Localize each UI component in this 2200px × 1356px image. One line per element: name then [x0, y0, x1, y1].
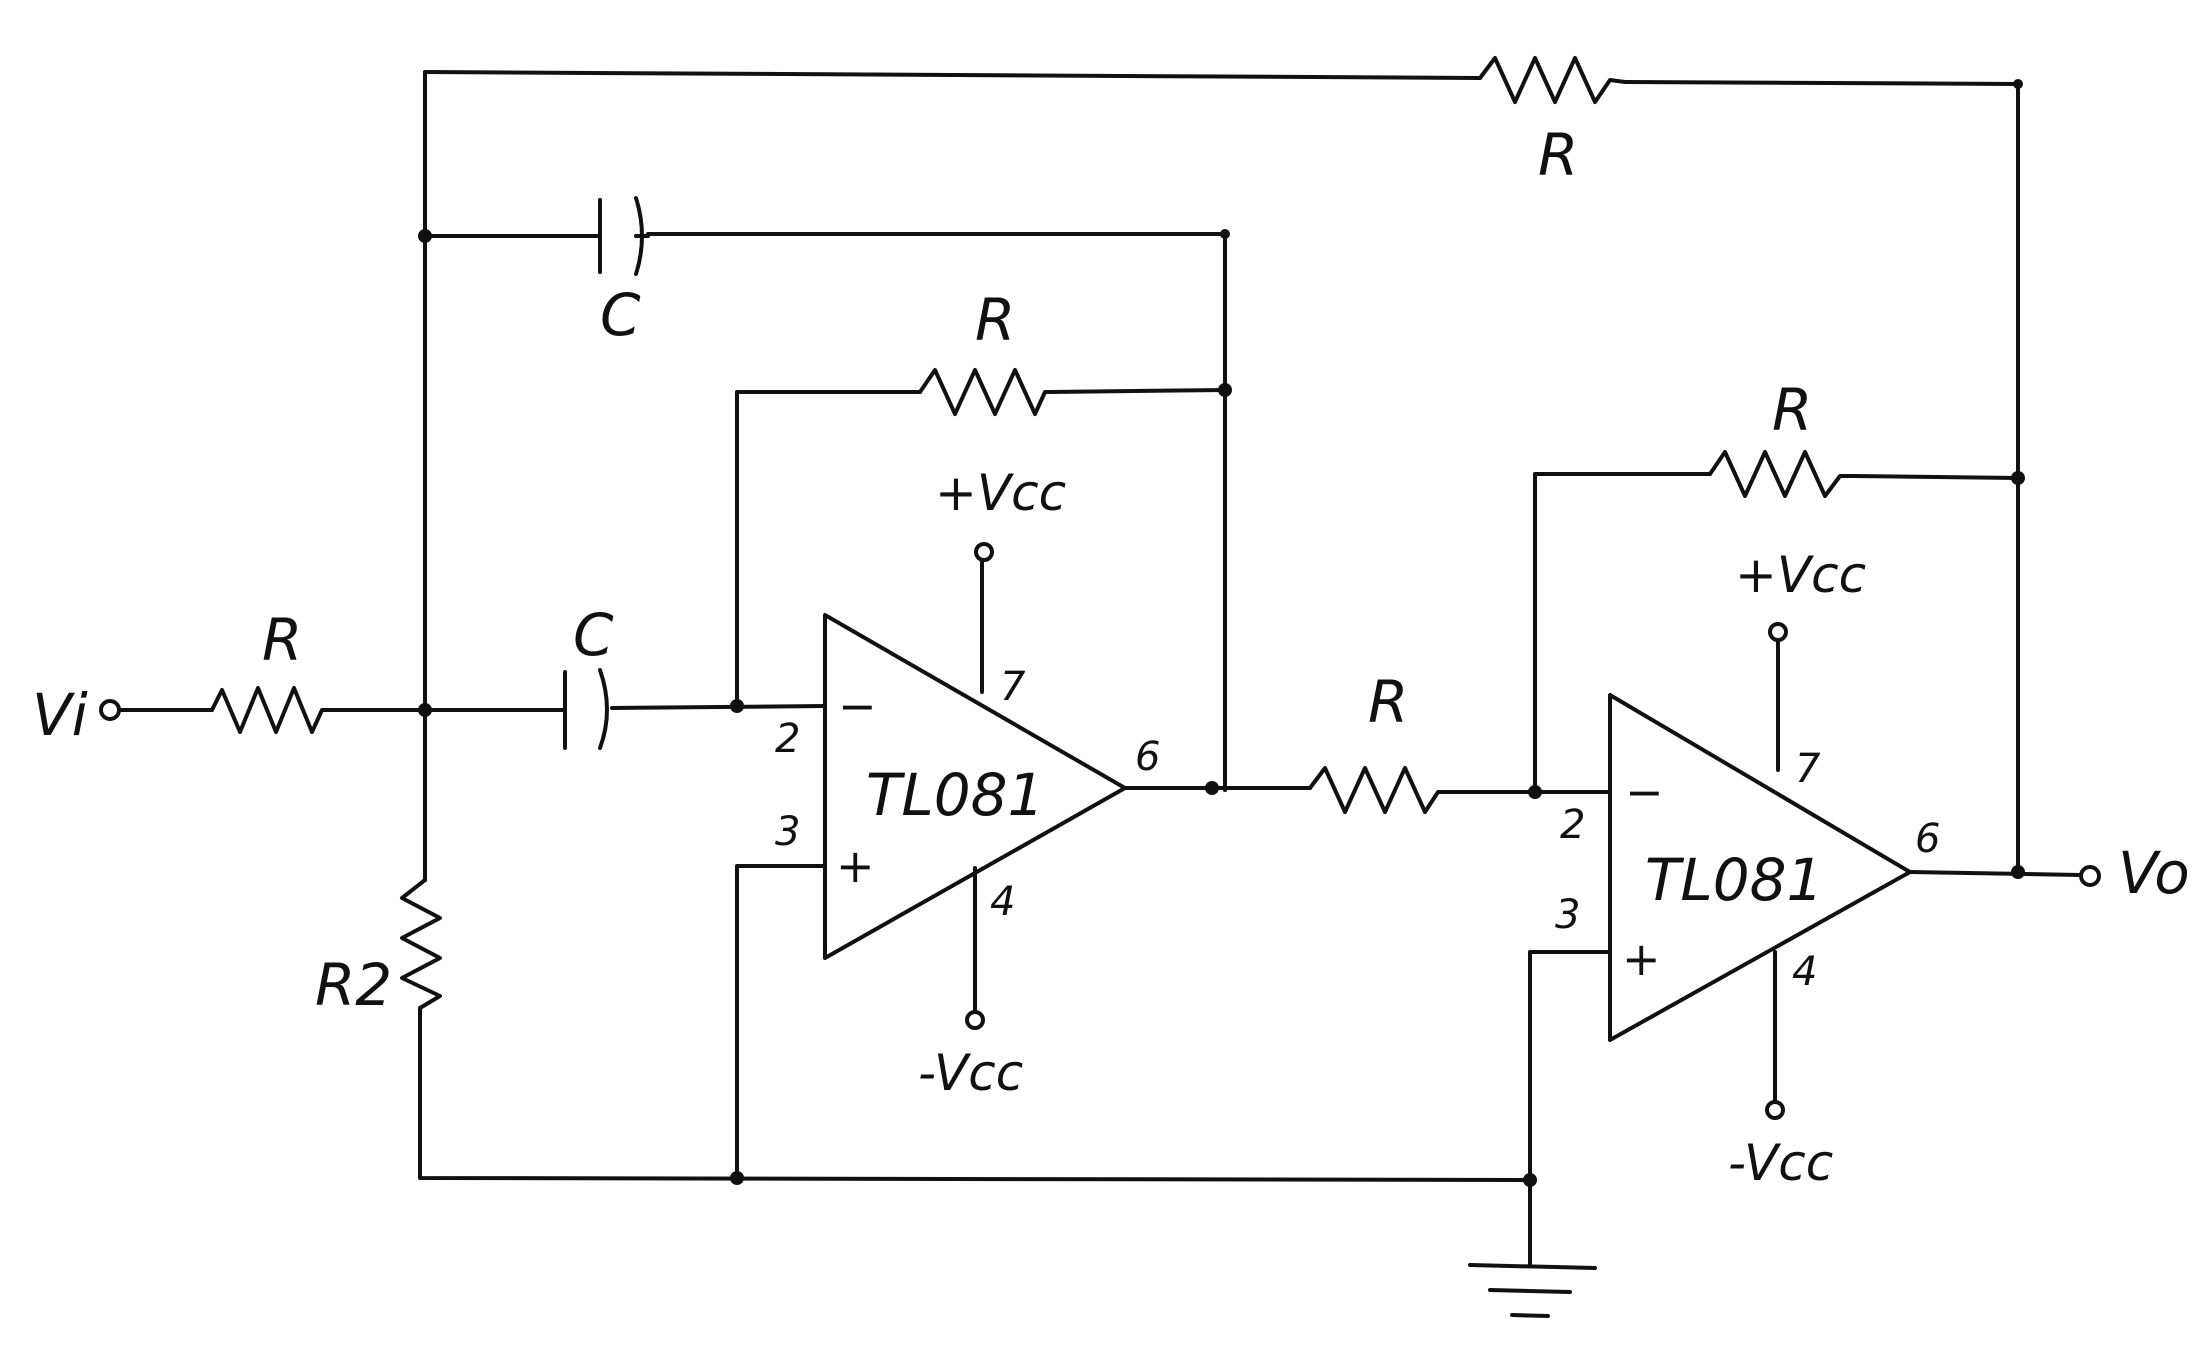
opamp-1-pin-inv: 2 — [775, 716, 800, 762]
junctions — [418, 79, 2025, 1187]
opamp-2-pin-out: 6 — [1915, 816, 1940, 862]
opamp-1-triangle — [823, 613, 1127, 960]
opamp-2-pin-inv: 2 — [1560, 802, 1585, 848]
wire-r2-bottom — [418, 1006, 1532, 1182]
opamp-2-vneg-terminal — [1765, 1100, 1785, 1120]
resistor-r-input — [210, 686, 332, 734]
opamp-1-vpos-label: +Vcc — [935, 464, 1066, 522]
label-r-top: R — [1538, 121, 1578, 189]
opamp-2-vpos-terminal — [1768, 622, 1788, 642]
opamp-1-pin-noninv: 3 — [775, 809, 800, 855]
opamp-2-triangle — [1608, 693, 1912, 1042]
wire-fb1 — [735, 390, 922, 708]
label-r-input: R — [262, 606, 302, 674]
resistor-r-mid — [1308, 766, 1447, 814]
opamp-2-minus: − — [1625, 765, 1664, 819]
wire-fb1-right — [1048, 388, 1227, 394]
resistor-r-fb1 — [918, 368, 1052, 416]
resistor-r-fb2 — [1708, 450, 1857, 498]
opamp-2: TL081 − + 2 3 6 7 4 +Vcc -Vcc — [1555, 546, 1940, 1192]
label-r-mid: R — [1368, 668, 1408, 736]
opamp-2-pin-vpos: 7 — [1795, 746, 1821, 792]
opamp-1-vpos-terminal — [974, 542, 994, 562]
resistor-r2 — [400, 878, 442, 1010]
label-vi: Vi — [32, 681, 88, 749]
opamp-1-vneg-label: -Vcc — [918, 1044, 1023, 1102]
opamp-1: TL081 − + 2 3 6 7 4 +Vcc -Vcc — [775, 464, 1160, 1102]
ground-icon — [1468, 1263, 1597, 1318]
wire-c-input-out — [610, 704, 827, 710]
vo-terminal — [2079, 865, 2101, 887]
wire-op2-plus — [1528, 950, 1612, 1267]
label-r-fb1: R — [975, 286, 1015, 354]
opamp-1-name: TL081 — [866, 761, 1044, 829]
opamp-1-pin-vneg: 4 — [990, 879, 1015, 925]
wire-fb2-right — [1853, 474, 2020, 480]
capacitor-c-top — [598, 196, 650, 276]
wires — [116, 70, 2082, 1267]
opamp-1-plus: + — [836, 839, 875, 893]
resistor-r-top — [1478, 56, 1627, 104]
opamp-2-vpos-label: +Vcc — [1735, 546, 1866, 604]
opamp-1-pin-vpos: 7 — [1000, 664, 1026, 710]
capacitor-c-input — [563, 668, 609, 750]
wire-top-feedback-left — [423, 70, 1482, 80]
opamp-2-vneg-label: -Vcc — [1728, 1134, 1833, 1192]
wire-op2-out — [1908, 870, 2082, 877]
label-c-top: C — [600, 281, 641, 349]
vi-terminal — [99, 699, 121, 721]
label-r2: R2 — [315, 951, 392, 1019]
wire-fb2 — [1533, 472, 1712, 794]
opamp-2-name: TL081 — [1645, 846, 1823, 914]
opamp-1-vneg-terminal — [965, 1010, 985, 1030]
label-c-input: C — [573, 601, 614, 669]
opamp-1-minus: − — [838, 679, 877, 733]
opamp-2-pin-vneg: 4 — [1792, 949, 1817, 995]
opamp-2-pin-noninv: 3 — [1555, 892, 1580, 938]
opamp-1-pin-out: 6 — [1135, 734, 1160, 780]
wire-op1-plus — [735, 864, 827, 1180]
label-r-fb2: R — [1772, 376, 1812, 444]
label-vo: Vo — [2118, 839, 2190, 907]
opamp-2-plus: + — [1622, 932, 1661, 986]
